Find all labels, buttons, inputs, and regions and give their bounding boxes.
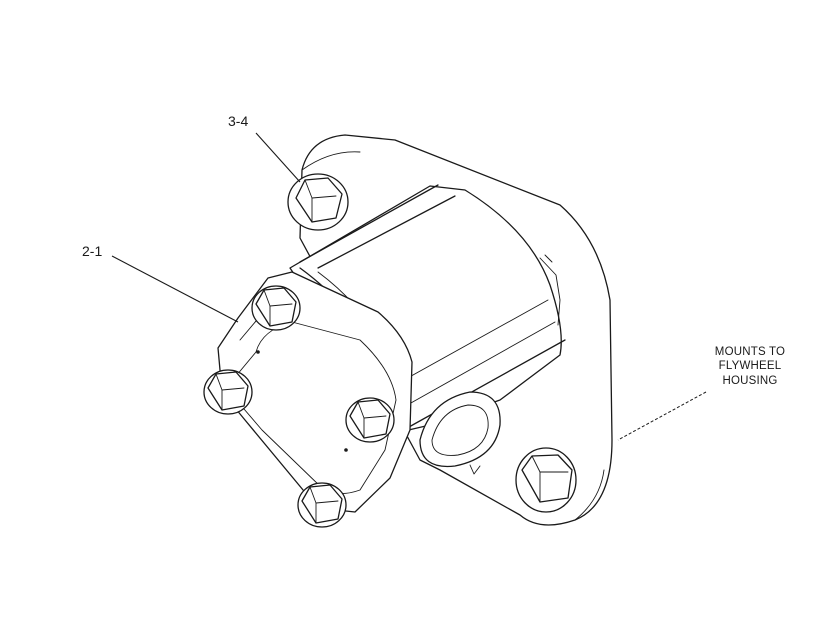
- note-leader-line: [617, 391, 707, 441]
- cover-bolt-bottom: [297, 482, 347, 528]
- flange-bolt-upper: [287, 173, 349, 231]
- port-boss: [419, 391, 501, 475]
- mounting-note: MOUNTS TO FLYWHEEL HOUSING: [715, 346, 785, 387]
- cover-bolt-top: [251, 285, 301, 331]
- flange-bolt-lower: [515, 447, 577, 513]
- pump-callout-label: 2-1: [82, 243, 102, 259]
- cover-bolt-right: [345, 397, 395, 443]
- note-line-3: HOUSING: [722, 375, 777, 387]
- note-line-2: FLYWHEEL: [719, 360, 782, 372]
- note-line-1: MOUNTS TO: [715, 346, 785, 358]
- bolt-callout-label: 3-4: [228, 113, 248, 129]
- cover-bolt-left: [203, 369, 253, 415]
- pump-body: [289, 184, 566, 433]
- pump-leader-line: [111, 255, 239, 323]
- bolt-leader-line: [255, 132, 301, 183]
